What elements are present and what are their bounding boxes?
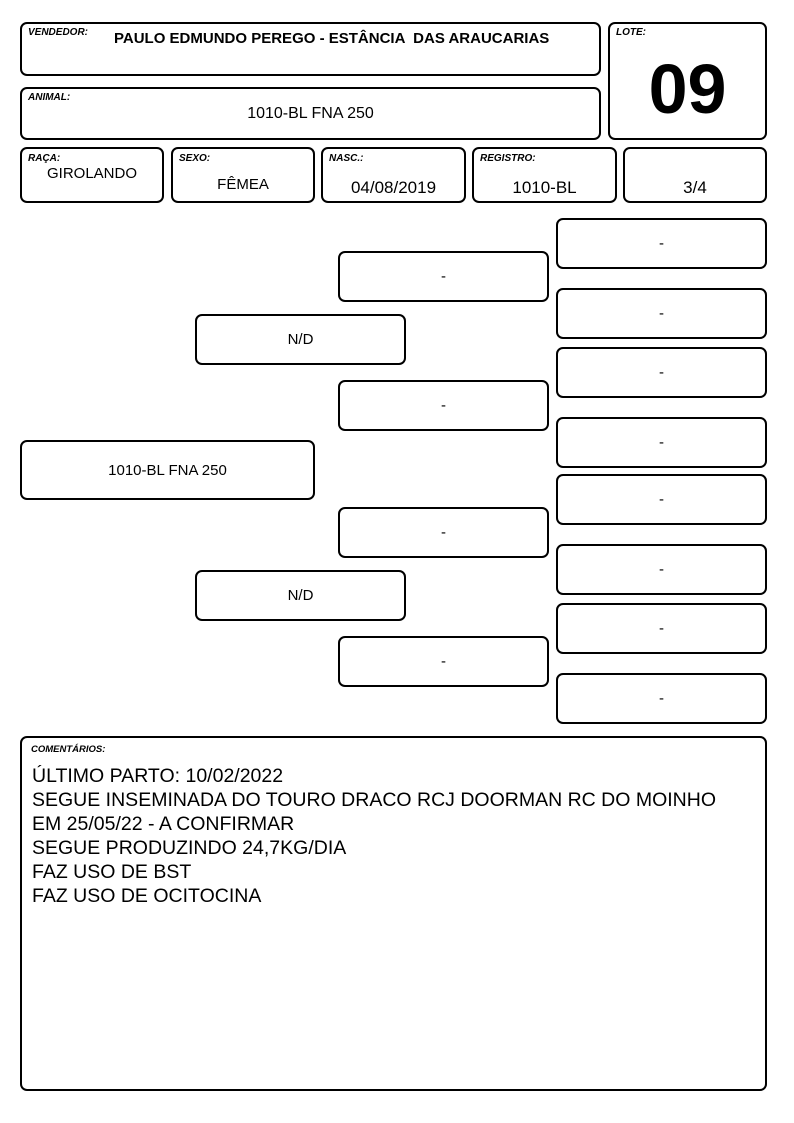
nasc-label: NASC.: — [329, 153, 364, 164]
pedigree-great-grandparent: - — [556, 347, 767, 398]
grau-value: 3/4 — [683, 178, 707, 197]
pedigree-great-grandparent: - — [556, 474, 767, 525]
comments-label: COMENTÁRIOS: — [31, 744, 106, 755]
sexo-label: SEXO: — [179, 153, 211, 164]
grau-box: 3/4 — [623, 147, 767, 203]
raca-box: RAÇA: GIROLANDO — [20, 147, 164, 203]
pedigree-animal: 1010-BL FNA 250 — [20, 440, 315, 500]
pedigree-grandparent: - — [338, 507, 549, 558]
lote-box: LOTE: 09 — [608, 22, 767, 140]
animal-box: ANIMAL: 1010-BL FNA 250 — [20, 87, 601, 140]
registro-value: 1010-BL — [512, 178, 577, 197]
nasc-value: 04/08/2019 — [350, 178, 437, 197]
vendedor-value: PAULO EDMUNDO PEREGO - ESTÂNCIA DAS ARAU… — [114, 30, 550, 47]
lote-number: 09 — [648, 50, 727, 128]
comments-box: COMENTÁRIOS: ÚLTIMO PARTO: 10/02/2022 SE… — [20, 736, 767, 1091]
lote-label: LOTE: — [616, 27, 646, 38]
pedigree-great-grandparent: - — [556, 544, 767, 595]
pedigree-grandparent: - — [338, 251, 549, 302]
sexo-box: SEXO: FÊMEA — [171, 147, 315, 203]
pedigree-great-grandparent: - — [556, 288, 767, 339]
raca-value: GIROLANDO — [46, 165, 137, 182]
registro-box: REGISTRO: 1010-BL — [472, 147, 617, 203]
pedigree-great-grandparent: - — [556, 417, 767, 468]
registro-label: REGISTRO: — [480, 153, 536, 164]
vendedor-box: VENDEDOR: PAULO EDMUNDO PEREGO - ESTÂNCI… — [20, 22, 601, 76]
animal-value: 1010-BL FNA 250 — [247, 105, 374, 122]
vendedor-label: VENDEDOR: — [28, 27, 89, 38]
pedigree-great-grandparent: - — [556, 218, 767, 269]
pedigree-grandparent: - — [338, 380, 549, 431]
pedigree-great-grandparent: - — [556, 603, 767, 654]
pedigree-parent-sire: N/D — [195, 314, 406, 365]
comments-text: ÚLTIMO PARTO: 10/02/2022 SEGUE INSEMINAD… — [32, 765, 717, 907]
pedigree-parent-dam: N/D — [195, 570, 406, 621]
pedigree-great-grandparent: - — [556, 673, 767, 724]
sexo-value: FÊMEA — [217, 176, 269, 193]
nasc-box: NASC.: 04/08/2019 — [321, 147, 466, 203]
pedigree-grandparent: - — [338, 636, 549, 687]
raca-label: RAÇA: — [28, 153, 61, 164]
animal-label: ANIMAL: — [28, 92, 71, 103]
